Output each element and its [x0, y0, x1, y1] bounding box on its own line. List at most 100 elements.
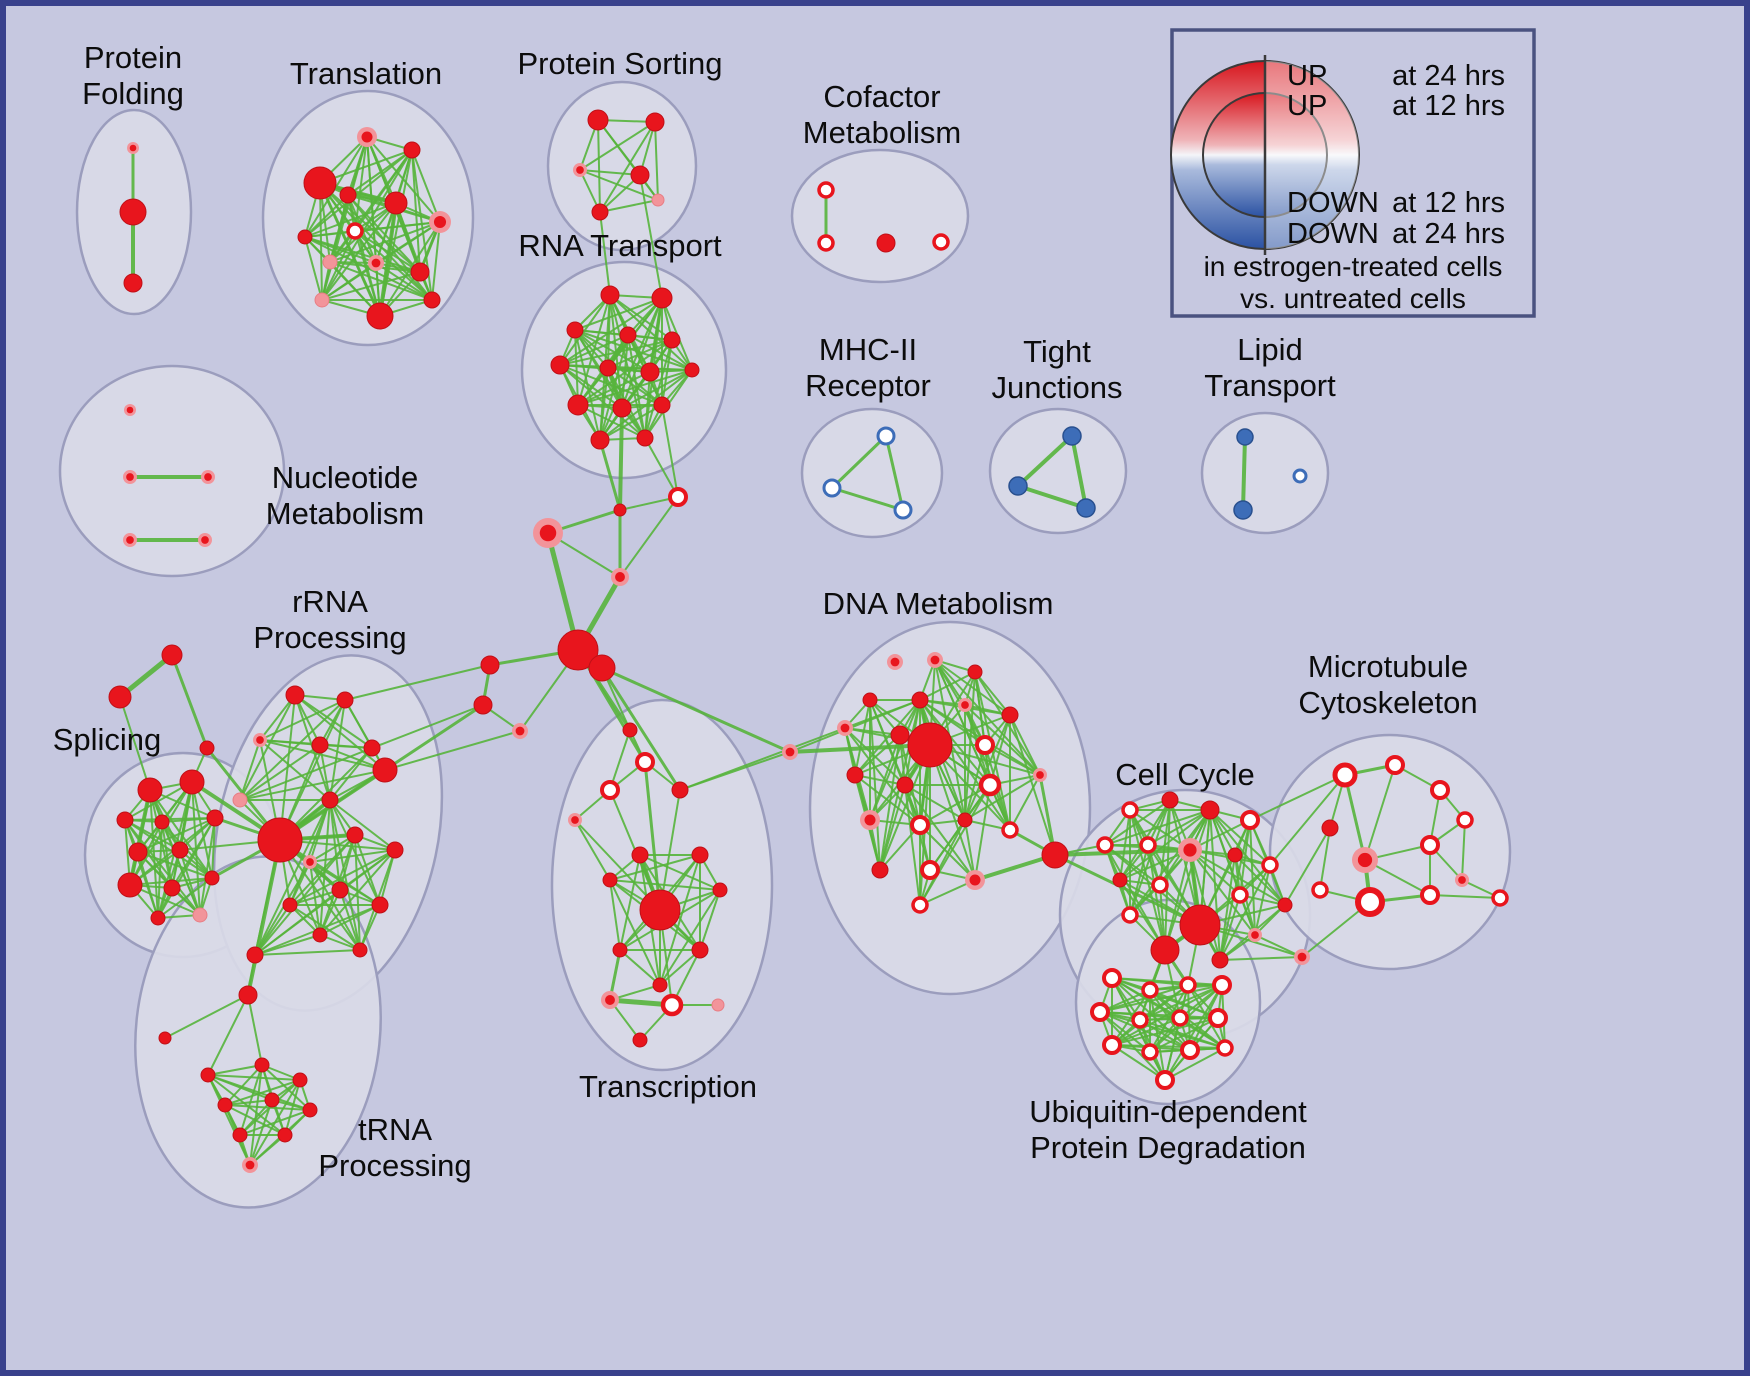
network-node[interactable] — [1121, 906, 1139, 924]
network-node[interactable] — [533, 518, 563, 548]
network-node[interactable] — [285, 685, 305, 705]
network-node[interactable] — [1041, 841, 1069, 869]
network-node[interactable] — [612, 942, 628, 958]
network-node[interactable] — [568, 813, 582, 827]
network-node[interactable] — [1150, 935, 1180, 965]
network-node[interactable] — [893, 500, 913, 520]
network-node[interactable] — [158, 1031, 172, 1045]
network-node[interactable] — [163, 879, 181, 897]
network-node[interactable] — [108, 685, 132, 709]
network-node[interactable] — [117, 872, 143, 898]
network-node[interactable] — [1311, 881, 1329, 899]
network-node[interactable] — [1231, 886, 1249, 904]
network-node[interactable] — [199, 740, 215, 756]
network-node[interactable] — [238, 985, 258, 1005]
network-node[interactable] — [200, 1067, 216, 1083]
network-node[interactable] — [346, 826, 364, 844]
network-node[interactable] — [423, 291, 441, 309]
network-node[interactable] — [312, 927, 328, 943]
network-node[interactable] — [871, 861, 889, 879]
network-node[interactable] — [1277, 897, 1293, 913]
network-node[interactable] — [154, 814, 170, 830]
network-node[interactable] — [201, 470, 215, 484]
network-node[interactable] — [817, 234, 835, 252]
network-node[interactable] — [1179, 976, 1197, 994]
network-node[interactable] — [817, 181, 835, 199]
network-node[interactable] — [1141, 1043, 1159, 1061]
network-node[interactable] — [611, 568, 629, 586]
network-node[interactable] — [336, 691, 354, 709]
network-node[interactable] — [619, 326, 637, 344]
network-node[interactable] — [1001, 821, 1019, 839]
network-node[interactable] — [1102, 968, 1122, 988]
network-node[interactable] — [1200, 800, 1220, 820]
network-node[interactable] — [277, 1127, 293, 1143]
network-node[interactable] — [613, 503, 627, 517]
network-node[interactable] — [384, 191, 408, 215]
network-node[interactable] — [198, 533, 212, 547]
network-node[interactable] — [600, 780, 620, 800]
network-node[interactable] — [911, 896, 929, 914]
network-node[interactable] — [663, 331, 681, 349]
network-node[interactable] — [876, 426, 896, 446]
network-node[interactable] — [171, 841, 189, 859]
network-node[interactable] — [1212, 975, 1232, 995]
network-node[interactable] — [1321, 819, 1339, 837]
network-node[interactable] — [1171, 1009, 1189, 1027]
network-node[interactable] — [371, 896, 389, 914]
network-node[interactable] — [712, 882, 728, 898]
network-node[interactable] — [119, 198, 147, 226]
network-node[interactable] — [366, 302, 394, 330]
network-node[interactable] — [1455, 873, 1469, 887]
network-node[interactable] — [1491, 889, 1509, 907]
network-node[interactable] — [876, 233, 896, 253]
network-node[interactable] — [410, 262, 430, 282]
network-node[interactable] — [368, 255, 384, 271]
network-node[interactable] — [123, 470, 137, 484]
network-node[interactable] — [1090, 1002, 1110, 1022]
network-node[interactable] — [653, 396, 671, 414]
network-node[interactable] — [691, 941, 709, 959]
network-node[interactable] — [1430, 780, 1450, 800]
network-node[interactable] — [303, 855, 317, 869]
network-node[interactable] — [567, 394, 589, 416]
network-node[interactable] — [1112, 872, 1128, 888]
network-node[interactable] — [691, 846, 709, 864]
network-node[interactable] — [303, 166, 337, 200]
network-node[interactable] — [599, 359, 617, 377]
network-node[interactable] — [297, 229, 313, 245]
network-node[interactable] — [322, 254, 338, 270]
network-node[interactable] — [651, 193, 665, 207]
network-node[interactable] — [403, 141, 421, 159]
network-node[interactable] — [123, 273, 143, 293]
network-node[interactable] — [635, 752, 655, 772]
network-node[interactable] — [887, 654, 903, 670]
network-node[interactable] — [217, 1097, 233, 1113]
network-node[interactable] — [512, 723, 528, 739]
network-node[interactable] — [1261, 856, 1279, 874]
network-node[interactable] — [282, 897, 298, 913]
network-node[interactable] — [711, 998, 725, 1012]
network-node[interactable] — [264, 1092, 280, 1108]
network-node[interactable] — [1385, 755, 1405, 775]
network-node[interactable] — [128, 842, 148, 862]
network-node[interactable] — [1161, 791, 1179, 809]
network-node[interactable] — [206, 809, 224, 827]
network-node[interactable] — [1096, 836, 1114, 854]
network-node[interactable] — [862, 692, 878, 708]
network-node[interactable] — [253, 733, 267, 747]
network-node[interactable] — [116, 811, 134, 829]
network-node[interactable] — [550, 355, 570, 375]
network-node[interactable] — [1211, 951, 1229, 969]
network-node[interactable] — [1233, 500, 1253, 520]
network-node[interactable] — [1033, 768, 1047, 782]
network-node[interactable] — [242, 1157, 258, 1173]
network-node[interactable] — [1131, 1011, 1149, 1029]
network-node[interactable] — [1227, 847, 1243, 863]
network-node[interactable] — [660, 993, 684, 1017]
network-node[interactable] — [311, 736, 329, 754]
network-node[interactable] — [292, 1072, 308, 1088]
network-node[interactable] — [846, 766, 864, 784]
network-node[interactable] — [612, 398, 632, 418]
network-node[interactable] — [386, 841, 404, 859]
